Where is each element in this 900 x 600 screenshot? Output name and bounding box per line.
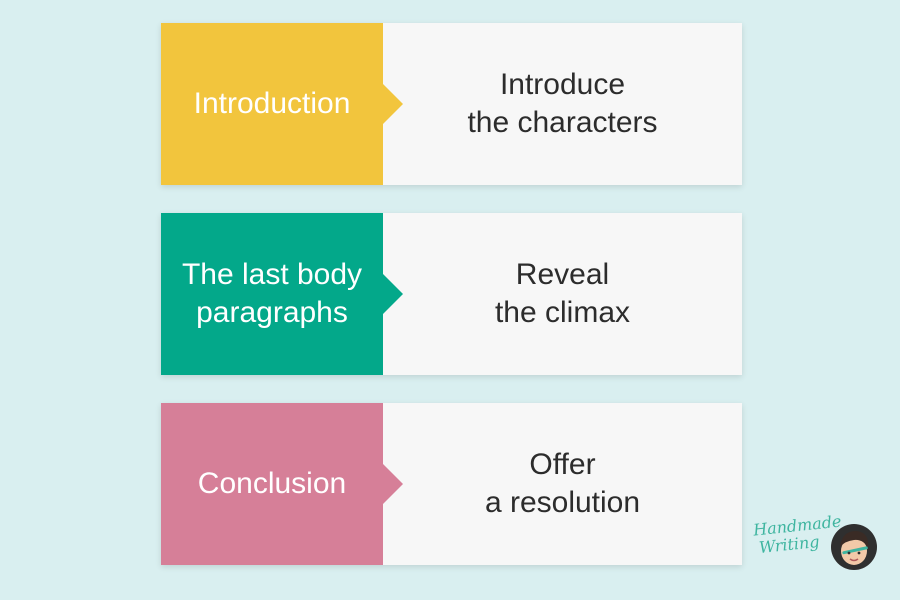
label-introduction: Introduction: [193, 87, 351, 120]
desc-conclusion-line-2: a resolution: [484, 486, 641, 519]
row-last-body-paragraphs: The last body paragraphs Reveal the clim…: [161, 213, 742, 375]
desc-box-introduction: Introduce the characters: [383, 23, 742, 185]
label-last-body-paragraphs-line-1: The last body: [181, 258, 363, 291]
essay-structure-diagram: Introduction Introduce the characters Th…: [161, 23, 742, 565]
desc-last-body-line-2: the climax: [494, 296, 631, 329]
arrow-right-icon: [383, 84, 403, 124]
handmade-writing-logo: Handmade Writing: [752, 511, 884, 577]
arrow-right-icon: [383, 464, 403, 504]
arrow-right-icon: [383, 274, 403, 314]
label-last-body-paragraphs-line-2: paragraphs: [196, 296, 348, 329]
row-conclusion: Conclusion Offer a resolution: [161, 403, 742, 565]
label-box-conclusion: Conclusion: [161, 403, 403, 565]
desc-introduction-line-2: the characters: [467, 106, 658, 139]
desc-last-body-line-1: Reveal: [515, 258, 610, 291]
label-box-introduction: Introduction: [161, 23, 403, 185]
desc-introduction-line-1: Introduce: [499, 68, 626, 101]
avatar-icon: [831, 524, 877, 570]
label-box-last-body-paragraphs: The last body paragraphs: [161, 213, 403, 375]
desc-box-conclusion: Offer a resolution: [383, 403, 742, 565]
row-introduction: Introduction Introduce the characters: [161, 23, 742, 185]
label-conclusion: Conclusion: [197, 467, 347, 500]
desc-box-last-body-paragraphs: Reveal the climax: [383, 213, 742, 375]
desc-conclusion-line-1: Offer: [529, 448, 596, 481]
